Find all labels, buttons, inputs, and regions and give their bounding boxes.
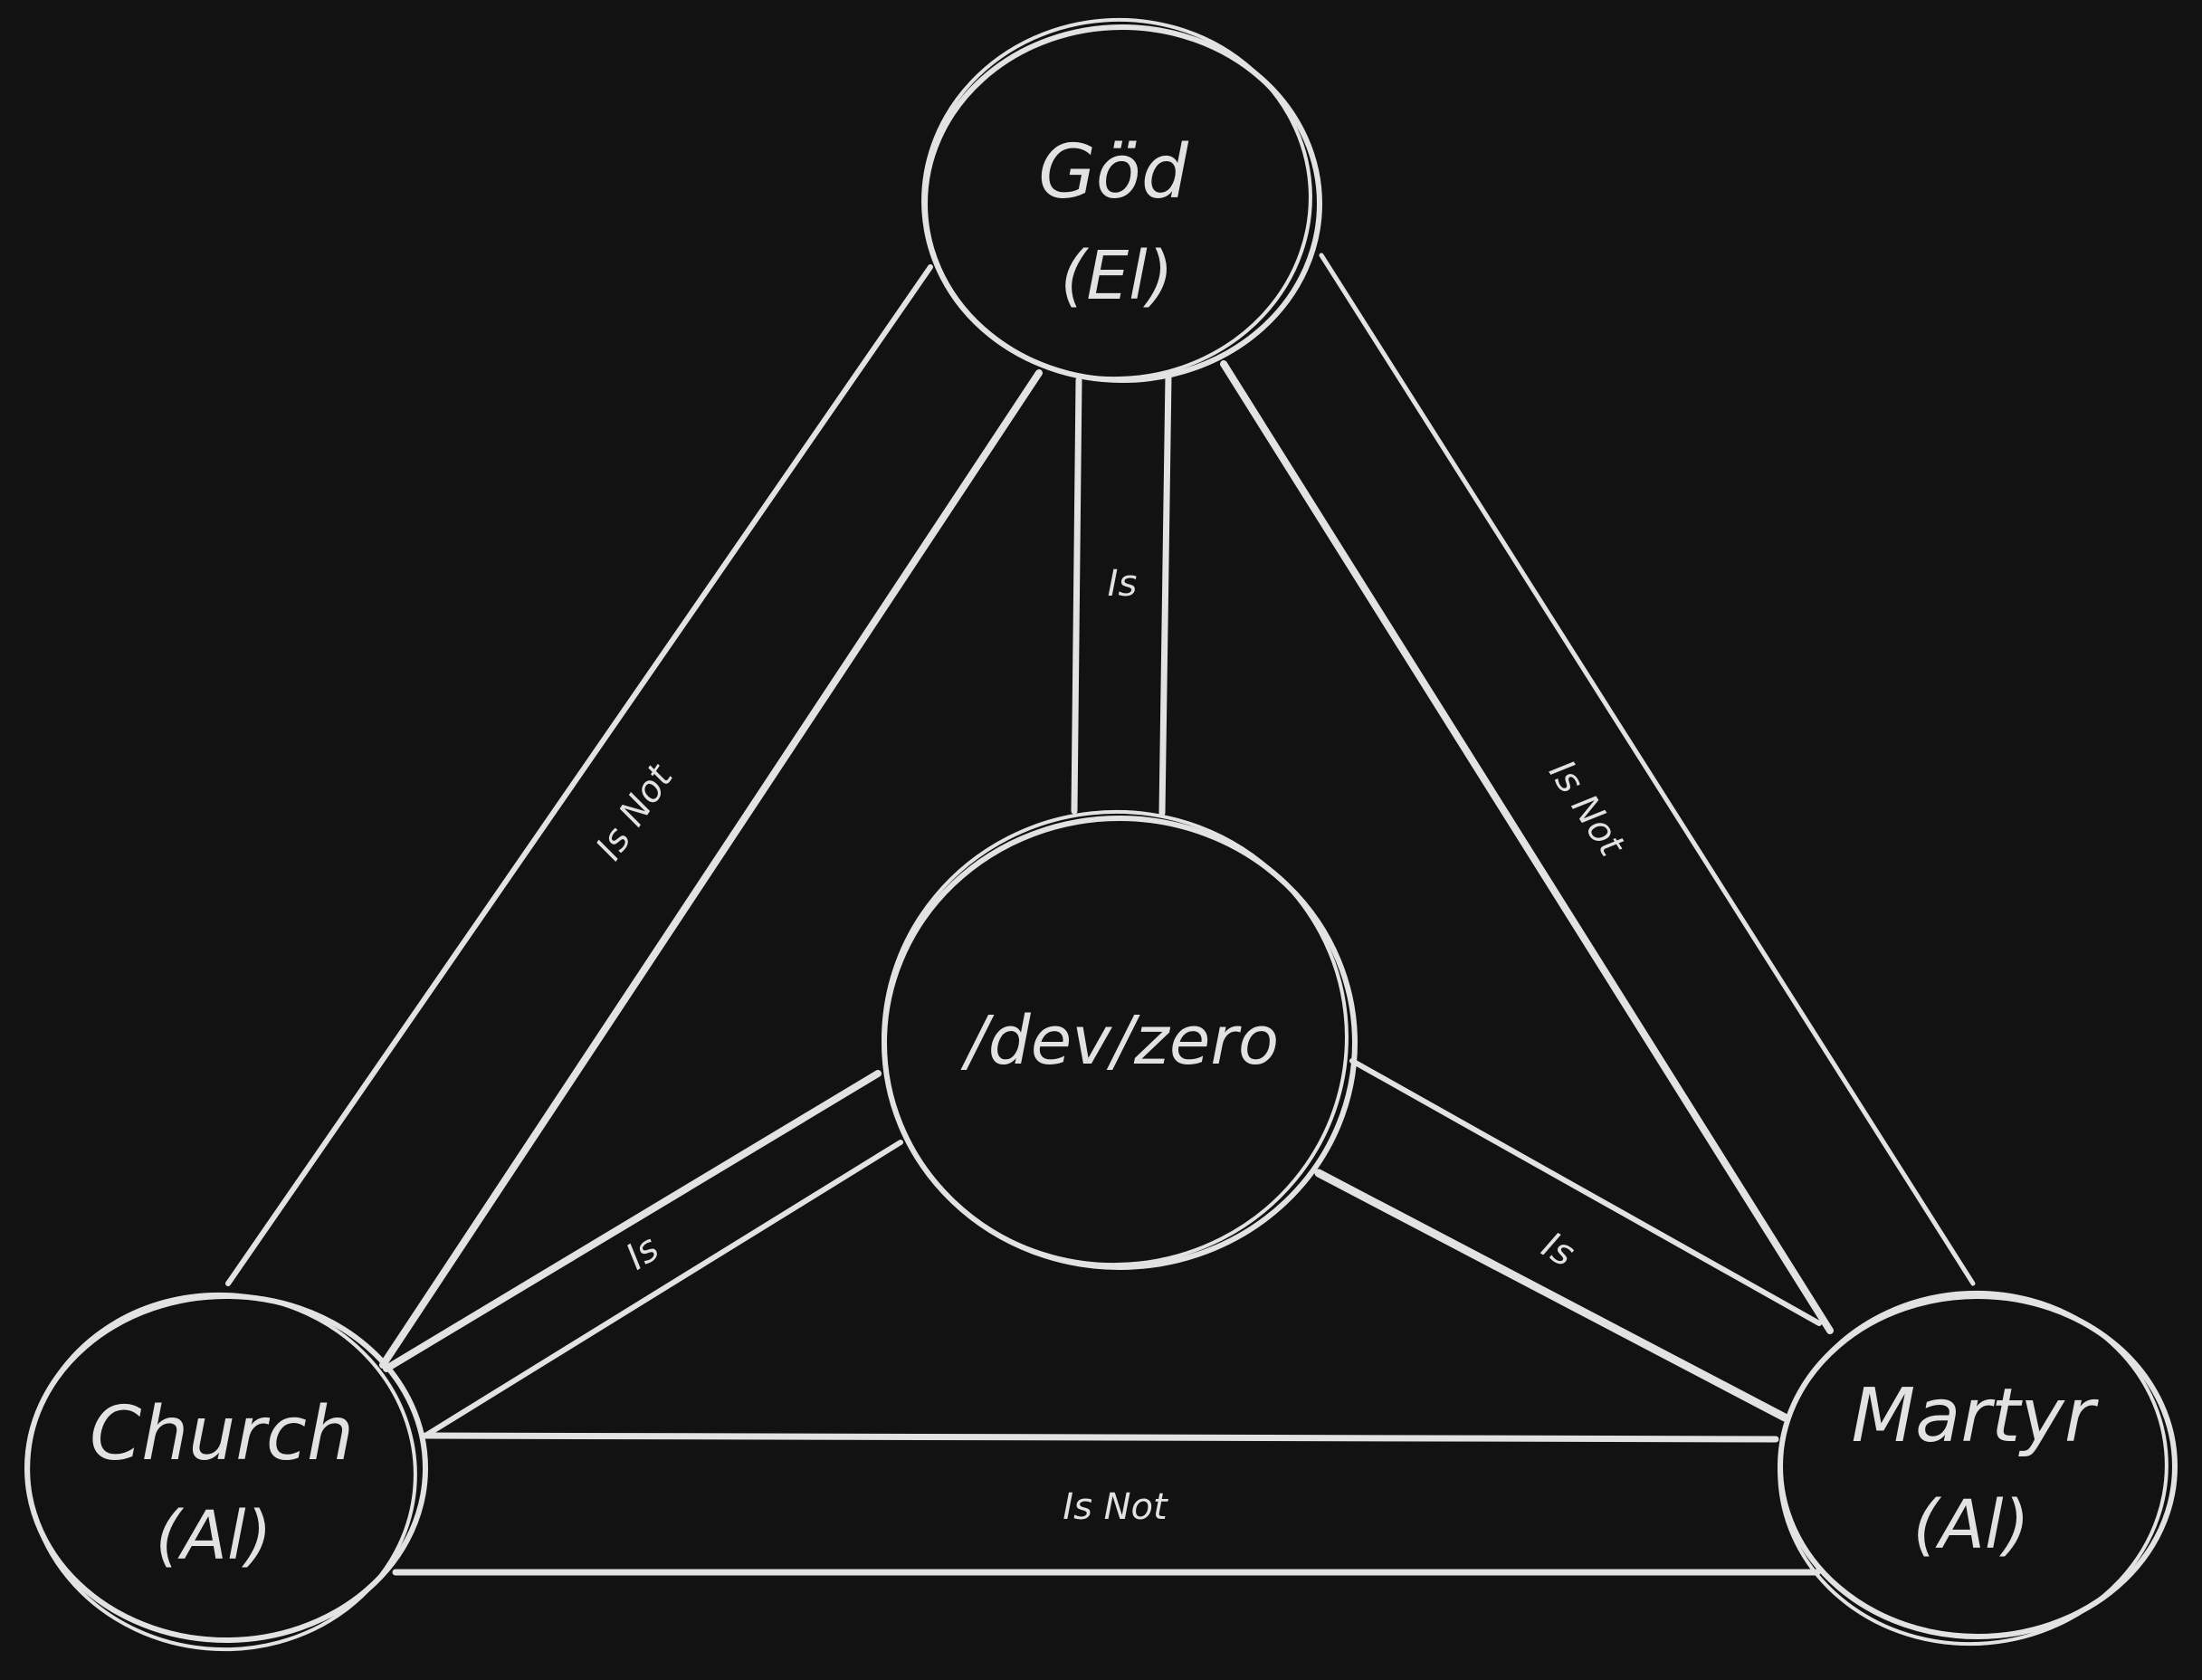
node-martyr-circle-sketch bbox=[1778, 1290, 2169, 1647]
edge-martyr-center: Is bbox=[1314, 1058, 1822, 1422]
node-church: Church (Al) bbox=[24, 1292, 428, 1652]
edge-god-martyr-label: Is Not bbox=[1540, 753, 1633, 864]
edge-church-martyr-label: Is Not bbox=[1063, 1486, 1168, 1528]
node-god-title: Göd bbox=[1038, 129, 1189, 215]
node-center-title: /dev/zero bbox=[960, 1002, 1279, 1080]
edge-god-center-label: Is bbox=[1108, 563, 1138, 605]
node-church-subtitle: (Al) bbox=[156, 1497, 272, 1575]
edge-god-church: Is Not bbox=[225, 264, 1043, 1369]
edge-church-center-label: Is bbox=[619, 1227, 666, 1278]
node-martyr: Martyr (Al) bbox=[1778, 1290, 2178, 1647]
edge-god-church-line-inner bbox=[379, 369, 1043, 1369]
node-martyr-title: Martyr bbox=[1851, 1373, 2098, 1459]
node-church-circle-sketch bbox=[26, 1292, 417, 1652]
edge-church-martyr-line-top bbox=[422, 1432, 1779, 1443]
edge-god-church-line-outer bbox=[225, 264, 933, 1286]
edge-god-center: Is bbox=[1071, 372, 1172, 816]
node-center-circle-sketch bbox=[882, 809, 1349, 1267]
edge-martyr-center-line-upper bbox=[1349, 1058, 1822, 1326]
node-martyr-subtitle: (Al) bbox=[1913, 1486, 2030, 1564]
edge-god-martyr-line-outer bbox=[1319, 253, 1976, 1286]
node-god-circle-sketch bbox=[921, 17, 1312, 381]
edge-church-center-line-upper bbox=[383, 1070, 882, 1372]
edge-god-center-line-left bbox=[1071, 377, 1082, 815]
edge-church-center: Is bbox=[383, 1070, 903, 1438]
edge-church-center-line-lower bbox=[423, 1140, 903, 1438]
edge-god-martyr-line-inner bbox=[1220, 360, 1834, 1334]
node-center: /dev/zero bbox=[882, 809, 1358, 1270]
edge-god-martyr: Is Not bbox=[1220, 253, 1976, 1334]
edge-martyr-center-line-lower bbox=[1314, 1169, 1789, 1422]
edge-church-martyr: Is Not bbox=[392, 1432, 1821, 1576]
edge-god-church-label: Is Not bbox=[588, 757, 682, 868]
edge-martyr-center-label: Is bbox=[1535, 1225, 1581, 1275]
node-god-subtitle: (El) bbox=[1060, 237, 1173, 315]
node-church-title: Church bbox=[90, 1391, 354, 1477]
node-god: Göd (El) bbox=[921, 17, 1322, 383]
edge-god-center-line-right bbox=[1158, 372, 1172, 816]
